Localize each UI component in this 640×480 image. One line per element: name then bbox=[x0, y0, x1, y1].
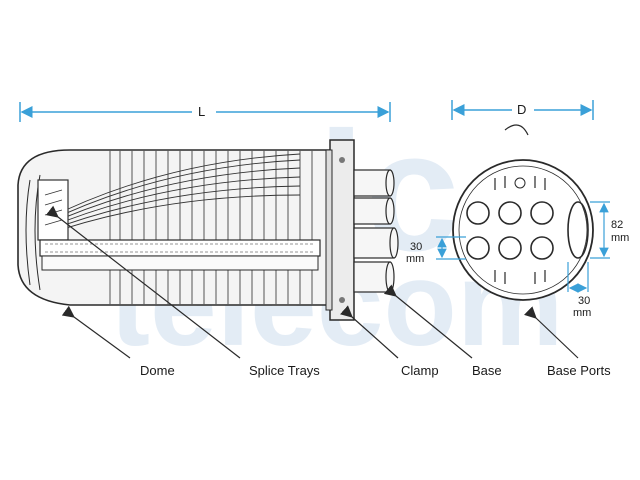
base-leader bbox=[383, 284, 473, 359]
diameter-dimension: D bbox=[451, 100, 594, 120]
callout-leaders bbox=[45, 205, 579, 359]
diameter-label: D bbox=[517, 102, 526, 117]
length-label: L bbox=[198, 104, 205, 119]
splice-trays-leader bbox=[45, 205, 241, 359]
base-end-view bbox=[452, 124, 594, 301]
port-small-b-value: 30 bbox=[578, 295, 590, 307]
splice-trays-label: Splice Trays bbox=[249, 363, 320, 378]
dome-leader bbox=[61, 305, 131, 359]
clamp-label: Clamp bbox=[401, 363, 439, 378]
length-dimension: L bbox=[19, 102, 391, 122]
base-ports-leader bbox=[524, 306, 579, 359]
callout-labels: Dome Splice Trays Clamp Base Base Ports bbox=[140, 363, 611, 378]
base-label: Base bbox=[472, 363, 502, 378]
base-ports-label: Base Ports bbox=[547, 363, 611, 378]
clamp-leader bbox=[339, 305, 399, 359]
port-height-unit: mm bbox=[611, 232, 629, 244]
clamp-body bbox=[329, 139, 355, 321]
port-small-a-unit: mm bbox=[406, 253, 424, 265]
base-slots bbox=[494, 176, 546, 284]
splice-tray-stack bbox=[37, 153, 301, 241]
base-cable-ports bbox=[353, 169, 399, 293]
port-height-value: 82 bbox=[611, 219, 623, 231]
base-outer-circle bbox=[452, 159, 594, 301]
dome-label: Dome bbox=[140, 363, 175, 378]
port-small-a-dimension: 30 mm bbox=[406, 236, 466, 265]
tray-base-bar bbox=[39, 239, 321, 257]
dome-ribs bbox=[109, 150, 313, 305]
port-height-dimension: 82 mm bbox=[590, 201, 629, 259]
port-small-b-dimension: 30 mm bbox=[567, 262, 591, 319]
port-small-a-value: 30 bbox=[410, 241, 422, 253]
port-small-b-unit: mm bbox=[573, 307, 591, 319]
base-ports-grid bbox=[466, 201, 589, 260]
closure-side-view bbox=[17, 139, 399, 321]
